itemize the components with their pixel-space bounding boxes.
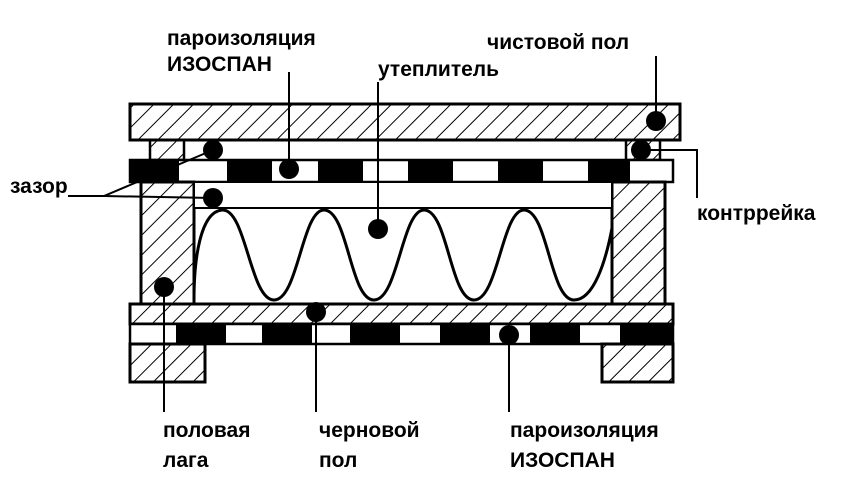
support-block-left [128, 342, 207, 384]
vapor-barrier-bottom-segments [176, 325, 672, 343]
callout-dots [154, 111, 666, 345]
label-joist-line1: половая [163, 419, 250, 442]
label-joist-line2: лага [163, 449, 209, 472]
label-counter-batten: контррейка [697, 202, 816, 225]
air-gap [193, 181, 613, 209]
label-subfloor-line1: черновой [319, 419, 420, 442]
label-vapor-bottom-line1: пароизоляция [510, 419, 659, 442]
leader-lines [68, 56, 698, 412]
vapor-barrier-top-segments [131, 161, 630, 181]
label-subfloor-line2: пол [319, 449, 357, 472]
label-vapor-bottom-line2: ИЗОСПАН [510, 449, 615, 472]
label-vapor-top-line1: пароизоляция [167, 27, 316, 50]
subfloor-board [128, 302, 675, 326]
finish-floor-board [128, 102, 682, 142]
support-block-right [600, 342, 675, 384]
label-gap: зазор [10, 175, 68, 198]
insulation-wave [192, 208, 614, 302]
counter-batten-left [148, 138, 186, 162]
label-finish-floor: чистовой пол [487, 31, 629, 54]
label-vapor-top-line2: ИЗОСПАН [167, 53, 272, 76]
label-insulation: утеплитель [378, 58, 499, 81]
joist-right [610, 180, 667, 306]
